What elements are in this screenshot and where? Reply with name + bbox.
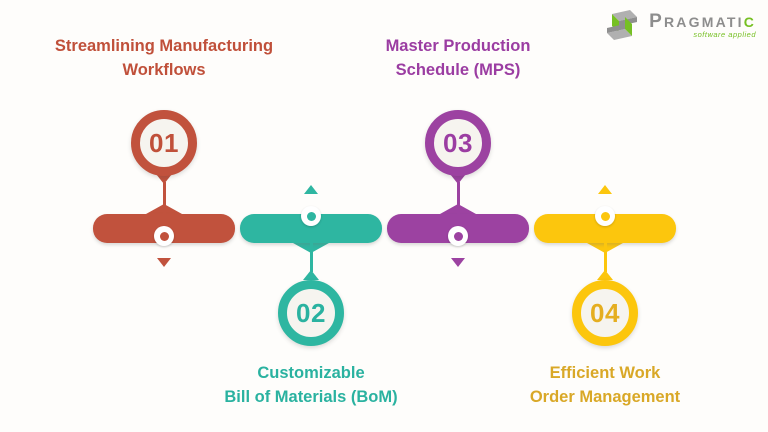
arrow-up-icon <box>598 185 612 194</box>
milestone-number-badge: 04 <box>572 280 638 346</box>
marker-dot-center <box>306 211 316 221</box>
milestone-title-line2: Bill of Materials (BoM) <box>224 388 398 406</box>
marker-dot <box>448 226 468 246</box>
milestone-number-badge: 02 <box>278 280 344 346</box>
milestone-title-line2: Workflows <box>122 61 206 79</box>
brand-tagline: software applied <box>693 29 756 39</box>
milestone-number: 01 <box>149 127 179 158</box>
brand-lead-letter: P <box>649 10 664 32</box>
brand-accent-letter: C <box>743 13 756 30</box>
arrow-up-icon <box>304 185 318 194</box>
marker-dot <box>154 226 174 246</box>
pragmatic-arrows-icon <box>607 10 638 40</box>
milestone-number: 03 <box>443 127 473 158</box>
milestone-title: Efficient Work Order Management <box>455 361 755 409</box>
logo-text: PRAGMATIC software applied <box>649 10 756 39</box>
marker-dot-center <box>600 211 610 221</box>
pin-tip <box>303 270 319 280</box>
milestone-02: Customizable Bill of Materials (BoM) 02 <box>224 0 398 432</box>
pin-stem <box>162 182 166 216</box>
milestone-04: Efficient Work Order Management 04 <box>530 0 680 432</box>
arrow-down-icon <box>157 258 171 267</box>
milestone-title-line1: Master Production <box>385 37 531 55</box>
pin-stem <box>309 242 313 272</box>
marker-dot-center <box>453 231 463 241</box>
pin-tip <box>450 174 466 184</box>
marker-dot-center <box>159 231 169 241</box>
milestone-title: Master Production Schedule (MPS) <box>308 34 608 82</box>
milestone-03: Master Production Schedule (MPS) 03 <box>386 0 530 432</box>
pin-tip <box>156 174 172 184</box>
arrow-down-icon <box>451 258 465 267</box>
pin-stem <box>603 242 607 272</box>
milestone-number-badge: 03 <box>425 110 491 176</box>
brand-mid-letters: RAGMATI <box>664 13 744 30</box>
milestone-title: Streamlining Manufacturing Workflows <box>14 34 314 82</box>
milestone-title-line1: Streamlining Manufacturing <box>54 37 274 55</box>
milestone-title-line2: Schedule (MPS) <box>395 61 521 79</box>
milestone-title-line1: Customizable <box>257 364 365 382</box>
marker-dot <box>301 206 321 226</box>
milestone-01: Streamlining Manufacturing Workflows 01 <box>55 0 273 432</box>
milestone-title: Customizable Bill of Materials (BoM) <box>161 361 461 409</box>
milestone-number: 04 <box>590 297 620 328</box>
milestone-number-badge: 01 <box>131 110 197 176</box>
milestone-number: 02 <box>296 297 326 328</box>
pragmatic-logo: PRAGMATIC software applied <box>600 7 756 43</box>
brand-name: PRAGMATIC <box>649 10 756 32</box>
pin-stem <box>456 182 460 216</box>
marker-dot <box>595 206 615 226</box>
milestone-title-line2: Order Management <box>529 388 681 406</box>
milestone-title-line1: Efficient Work <box>549 364 661 382</box>
pin-tip <box>597 270 613 280</box>
